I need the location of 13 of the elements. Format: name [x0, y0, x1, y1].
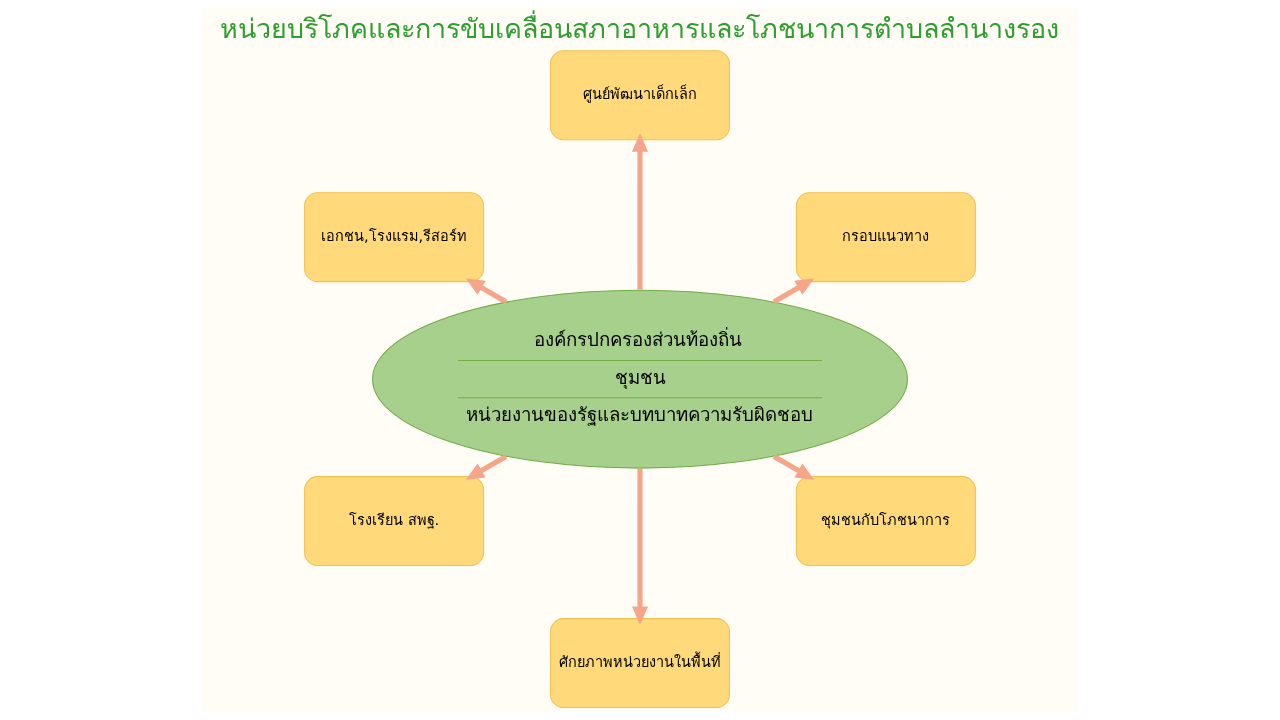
arrow: [631, 468, 649, 625]
arrow: [465, 454, 508, 480]
node-box: โรงเรียน สพฐ.: [304, 476, 485, 567]
arrow: [465, 278, 508, 304]
arrow: [631, 133, 649, 290]
node-box: ศูนย์พัฒนาเด็กเล็ก: [550, 50, 730, 141]
arrow: [772, 278, 815, 304]
node-box: กรอบแนวทาง: [795, 192, 976, 283]
node-box: เอกชน,โรงแรม,รีสอร์ท: [304, 192, 485, 283]
arrow: [772, 454, 815, 480]
node-box: ศักยภาพหน่วยงานในพื้นที่: [550, 618, 730, 709]
node-ellipse: องค์กรปกครองส่วนท้องถิ่น ชุมชน หน่วยงานของรัฐและบทบาทความรับผิดชอบ: [372, 289, 908, 469]
node-box: ชุมชนกับโภชนาการ: [795, 476, 976, 567]
